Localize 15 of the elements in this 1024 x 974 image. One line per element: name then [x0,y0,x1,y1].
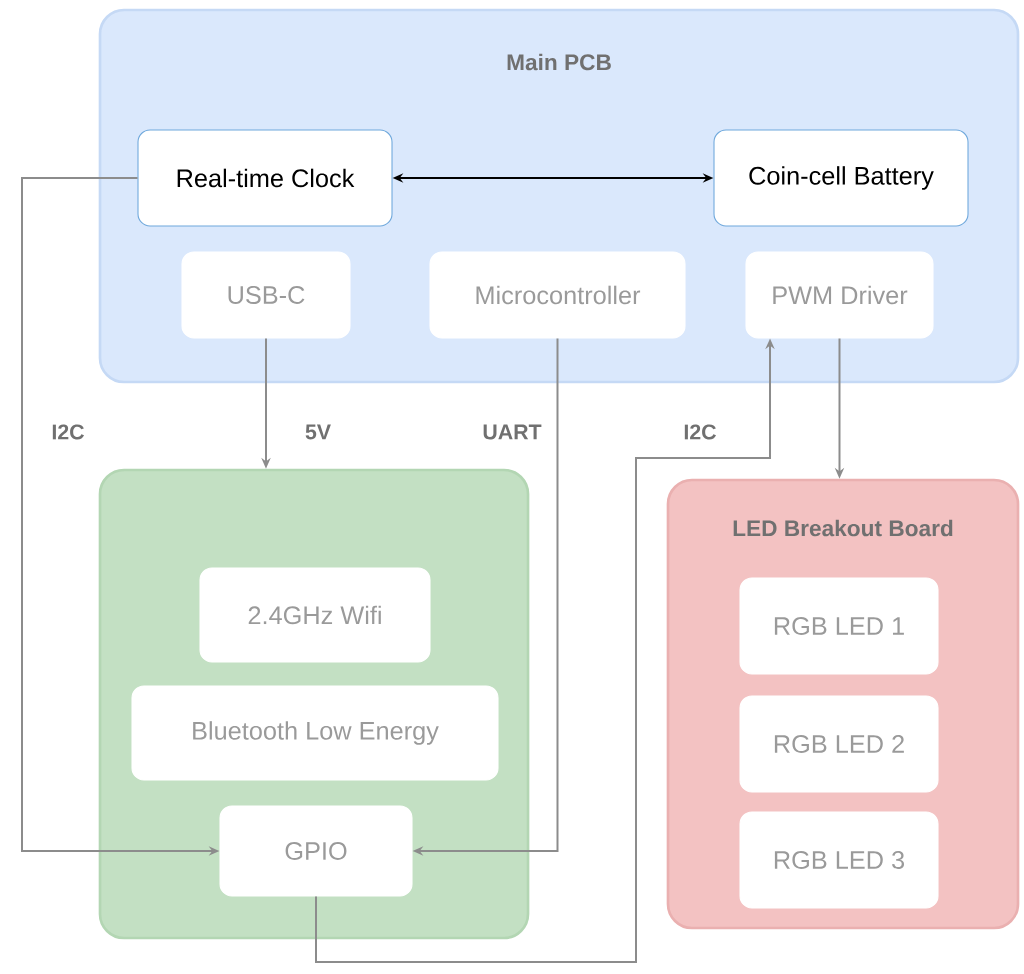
component-box: RGB LED 2 [739,695,939,793]
component-box: Bluetooth Low Energy [131,685,499,781]
component-box: Coin-cell Battery [713,129,969,227]
component-box: Real-time Clock [137,129,393,227]
component-box: Microcontroller [429,251,686,339]
component-box: RGB LED 3 [739,811,939,909]
component-box: 2.4GHz Wifi [199,567,431,663]
edge-label: I2C [680,421,720,443]
edge-label: 5V [302,421,334,443]
component-box: RGB LED 1 [739,577,939,675]
edge-label: UART [479,421,545,443]
component-box: PWM Driver [745,251,934,339]
component-box: USB-C [181,251,351,339]
edge-label: I2C [48,421,88,443]
component-box: GPIO [219,805,413,897]
